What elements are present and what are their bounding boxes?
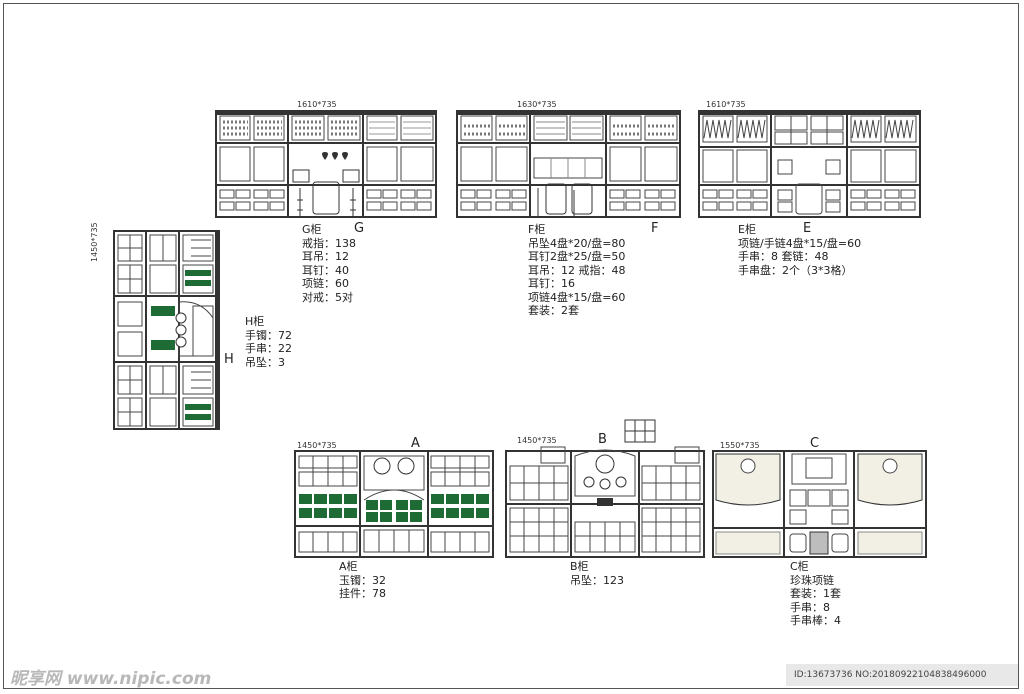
cabinet-e-title: E柜: [738, 223, 756, 236]
cabinet-b-accessory: [624, 419, 656, 443]
cabinet-f-svg: [456, 110, 681, 218]
cabinet-c-dimension: 1550*735: [720, 441, 760, 450]
cabinet-g-line-3: 耳钉：40: [302, 263, 349, 277]
cabinet-f-dimension: 1630*735: [517, 100, 557, 109]
cabinet-f-line-6: 套装：2套: [528, 304, 579, 317]
cabinet-a-spec: A柜 玉镯：32 挂件：78: [339, 560, 386, 601]
cabinet-c-letter: C: [810, 436, 820, 451]
cabinet-e-line-1: 项链/手链4盘*15/盘=60: [738, 236, 862, 250]
cabinet-c-line-4: 手串棒：4: [790, 614, 841, 627]
cabinet-b-letter: B: [598, 432, 607, 447]
cabinet-g-title: G柜: [302, 223, 322, 236]
cabinet-a-dimension: 1450*735: [297, 441, 337, 450]
cabinet-b-dimension: 1450*735: [517, 436, 557, 445]
cabinet-a-letter: A: [411, 436, 420, 451]
cabinet-h-line-1: 手镯：72: [245, 328, 292, 342]
cabinet-g-letter: G: [354, 221, 365, 236]
cabinet-e-dimension: 1610*735: [706, 100, 746, 109]
cabinet-c-line-2: 套装：1套: [790, 587, 841, 600]
cabinet-a-line-2: 挂件：78: [339, 587, 386, 600]
cabinet-f-line-2: 耳钉2盘*25/盘=50: [528, 250, 626, 263]
cabinet-c-drawing: [712, 450, 927, 558]
cabinet-a-title: A柜: [339, 560, 358, 573]
cabinet-b-accessory-svg: [624, 419, 656, 443]
cabinet-h-drawing: [113, 230, 220, 430]
cabinet-f-spec: F柜 吊坠4盘*20/盘=80 耳钉2盘*25/盘=50 耳吊：12 戒指：48…: [528, 223, 626, 318]
cabinet-h-line-2: 手串：22: [245, 342, 292, 355]
cabinet-f-line-1: 吊坠4盘*20/盘=80: [528, 236, 626, 250]
cabinet-c-line-1: 珍珠项链: [790, 573, 834, 587]
cabinet-g-dimension: 1610*735: [297, 100, 337, 109]
cabinet-f-letter: F: [651, 221, 659, 236]
cabinet-f-line-4: 耳钉：16: [528, 277, 575, 290]
cabinet-a-line-1: 玉镯：32: [339, 573, 386, 587]
cabinet-c-title: C柜: [790, 560, 809, 573]
cabinet-e-spec: E柜 项链/手链4盘*15/盘=60 手串：8 套链：48 手串盘：2个（3*3…: [738, 223, 861, 277]
cabinet-e-letter: E: [803, 221, 812, 236]
cabinet-h-line-3: 吊坠：3: [245, 355, 285, 369]
cabinet-c-spec: C柜 珍珠项链 套装：1套 手串：8 手串棒：4: [790, 560, 841, 628]
cabinet-g-line-5: 对戒：5对: [302, 290, 353, 304]
cabinet-g-spec: G柜 戒指：138 耳吊：12 耳钉：40 项链：60 对戒：5对: [302, 223, 356, 304]
cabinet-h-svg: [113, 230, 220, 430]
cabinet-b-title: B柜: [570, 560, 589, 573]
cabinet-e-drawing: [698, 110, 921, 218]
cabinet-c-svg: [712, 450, 927, 558]
cabinet-e-line-3: 手串盘：2个（3*3格）: [738, 263, 853, 277]
cabinet-e-svg: [698, 110, 921, 218]
cabinet-b-line-1: 吊坠：123: [570, 573, 624, 587]
cabinet-g-line-2: 耳吊：12: [302, 250, 349, 263]
watermark-id: ID:13673736 NO:20180922104838496000: [786, 664, 1018, 686]
cabinet-f-drawing: [456, 110, 681, 218]
cabinet-g-line-1: 戒指：138: [302, 236, 356, 250]
cabinet-g-svg: [215, 110, 437, 218]
cabinet-g-drawing: [215, 110, 437, 218]
cabinet-f-line-5: 项链4盘*15/盘=60: [528, 290, 626, 304]
cabinet-g-line-4: 项链：60: [302, 277, 349, 290]
cabinet-f-line-3: 耳吊：12 戒指：48: [528, 263, 626, 277]
cabinet-h-spec: H柜 手镯：72 手串：22 吊坠：3: [245, 315, 292, 369]
cabinet-h-title: H柜: [245, 315, 265, 328]
cabinet-c-line-3: 手串：8: [790, 600, 830, 614]
cabinet-a-svg: [294, 450, 494, 558]
cabinet-h-dimension: 1450*735: [90, 222, 99, 262]
cabinet-b-svg: [505, 446, 705, 558]
cabinet-e-line-2: 手串：8 套链：48: [738, 250, 829, 263]
cabinet-h-letter: H: [224, 352, 234, 367]
watermark-left: 昵享网 www.nipic.com: [10, 669, 212, 689]
cabinet-f-title: F柜: [528, 223, 546, 236]
drawing-frame: [3, 3, 1019, 689]
cabinet-a-drawing: [294, 450, 494, 558]
cabinet-b-drawing: [505, 446, 705, 558]
cabinet-b-spec: B柜 吊坠：123: [570, 560, 624, 587]
